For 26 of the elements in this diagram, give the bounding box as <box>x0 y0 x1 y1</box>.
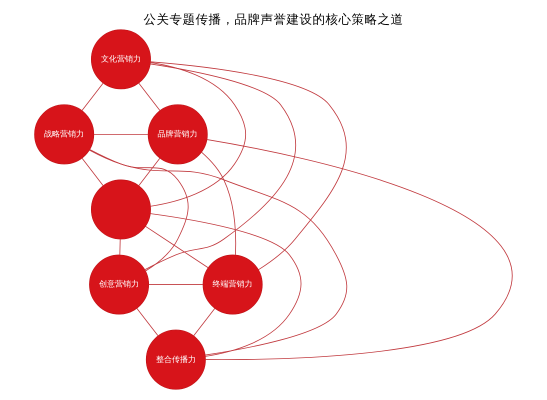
connector <box>193 308 216 336</box>
node-circle: 战略营销力 <box>34 104 94 164</box>
connector <box>150 61 347 270</box>
connector <box>94 134 148 135</box>
diagram-title: 公关专题传播，品牌声誉建设的核心策略之道 <box>144 11 404 26</box>
connector <box>136 308 158 336</box>
connector <box>82 158 104 186</box>
connector <box>138 158 160 186</box>
connector <box>90 149 189 272</box>
connector <box>89 150 348 356</box>
connector <box>145 226 209 268</box>
connector <box>201 152 236 256</box>
connector <box>150 213 302 357</box>
connector <box>138 82 160 111</box>
node-circle: 文化营销力 <box>91 29 151 90</box>
node-circle: 终端营销力 <box>202 254 263 315</box>
node-circle <box>91 180 151 240</box>
node-circle: 品牌营销力 <box>148 104 208 164</box>
connector <box>205 139 512 360</box>
connector <box>148 284 204 285</box>
node-circle: 创意营销力 <box>89 254 150 315</box>
node-circle: 整合传播力 <box>146 330 206 390</box>
connector <box>144 64 296 270</box>
connector <box>82 82 104 111</box>
connector <box>119 238 121 256</box>
connector <box>150 62 246 207</box>
